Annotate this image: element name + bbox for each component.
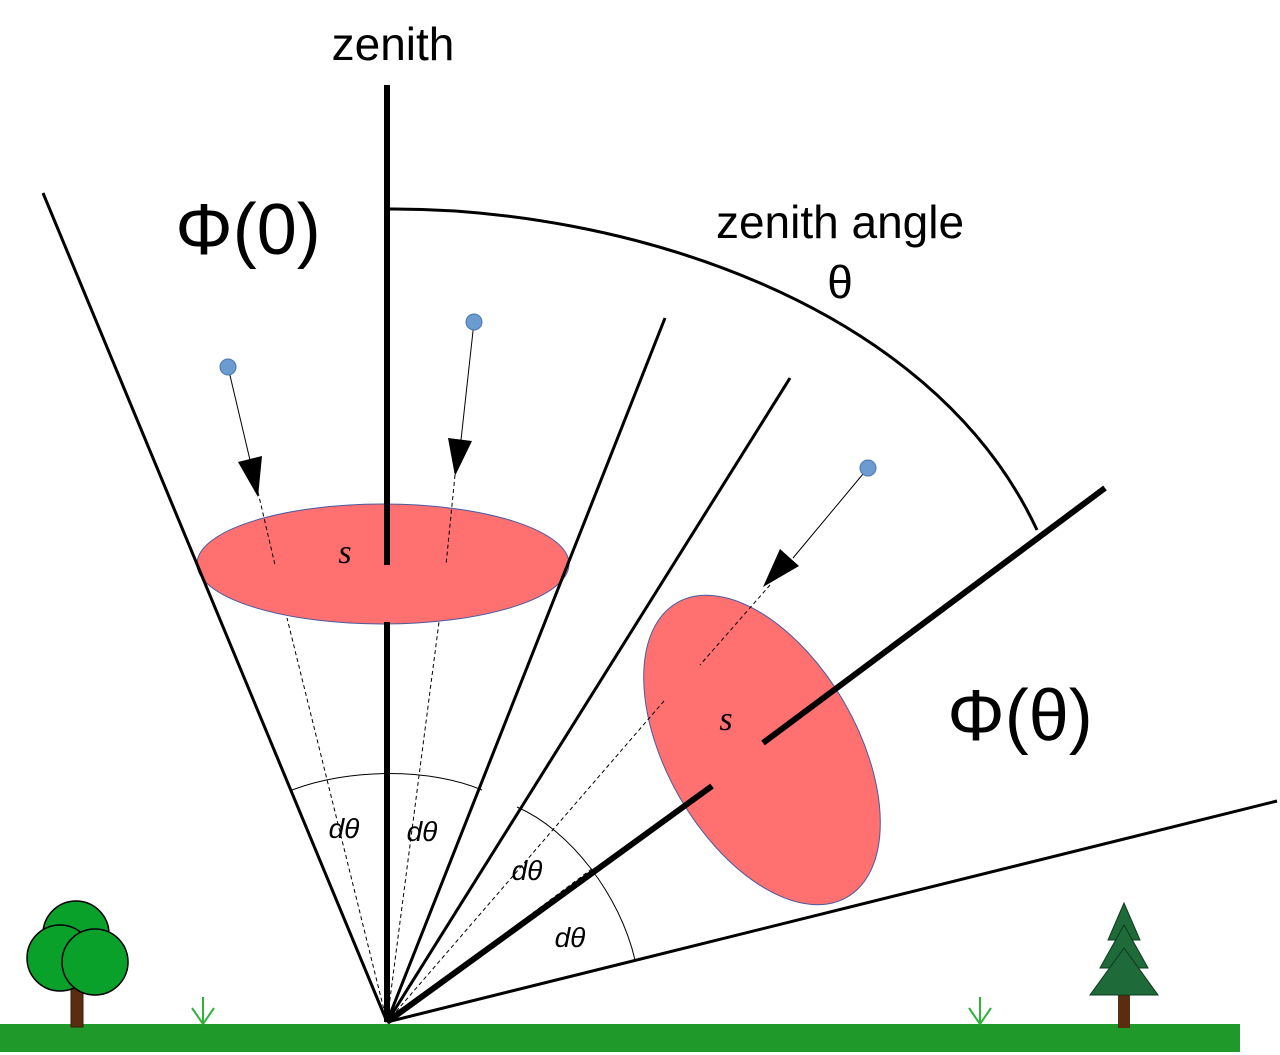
particle-icon: [219, 358, 237, 376]
particle-trajectory: [219, 358, 262, 497]
ground-strip: [0, 1024, 1240, 1052]
surface-label-tilted: s: [719, 701, 732, 738]
zenith-angle-arc: [389, 207, 1039, 531]
arrow-head-icon: [763, 549, 799, 587]
zenith-angle-label: zenith angle: [716, 196, 964, 248]
particle-trajectory: [763, 459, 877, 587]
dtheta-label: dθ: [329, 813, 360, 844]
tilted-normal-lower: [385, 783, 714, 1025]
dtheta-label: dθ: [512, 855, 543, 886]
grass-tuft-icon: [968, 997, 992, 1025]
zenith-label: zenith: [332, 18, 455, 70]
phi-zero-label: Φ(0): [175, 190, 320, 270]
beam-lines: [41, 192, 1278, 1024]
particle-trajectory: [448, 313, 483, 476]
phi-theta-label: Φ(θ): [947, 676, 1092, 756]
surface-disc-tilted: [643, 594, 881, 906]
arrow-head-icon: [238, 456, 262, 497]
dtheta-label: dθ: [407, 816, 438, 847]
surface-disc-horizontal: [196, 503, 570, 625]
pine-tree-icon: [1089, 901, 1159, 1028]
dtheta-arc-upper: [291, 773, 483, 791]
tilted-normal-upper: [761, 485, 1107, 746]
arrow-head-icon: [448, 438, 472, 476]
surface-label-horizontal: s: [338, 534, 351, 571]
deciduous-tree-icon: [26, 900, 129, 1028]
dtheta-label: dθ: [555, 922, 586, 953]
dashed-projection-lines: [257, 474, 771, 1023]
particle-icon: [859, 459, 877, 477]
theta-label: θ: [827, 256, 853, 308]
dtheta-arc-lower: [516, 806, 636, 961]
particle-icon: [465, 313, 483, 331]
grass-tuft-icon: [191, 997, 215, 1025]
